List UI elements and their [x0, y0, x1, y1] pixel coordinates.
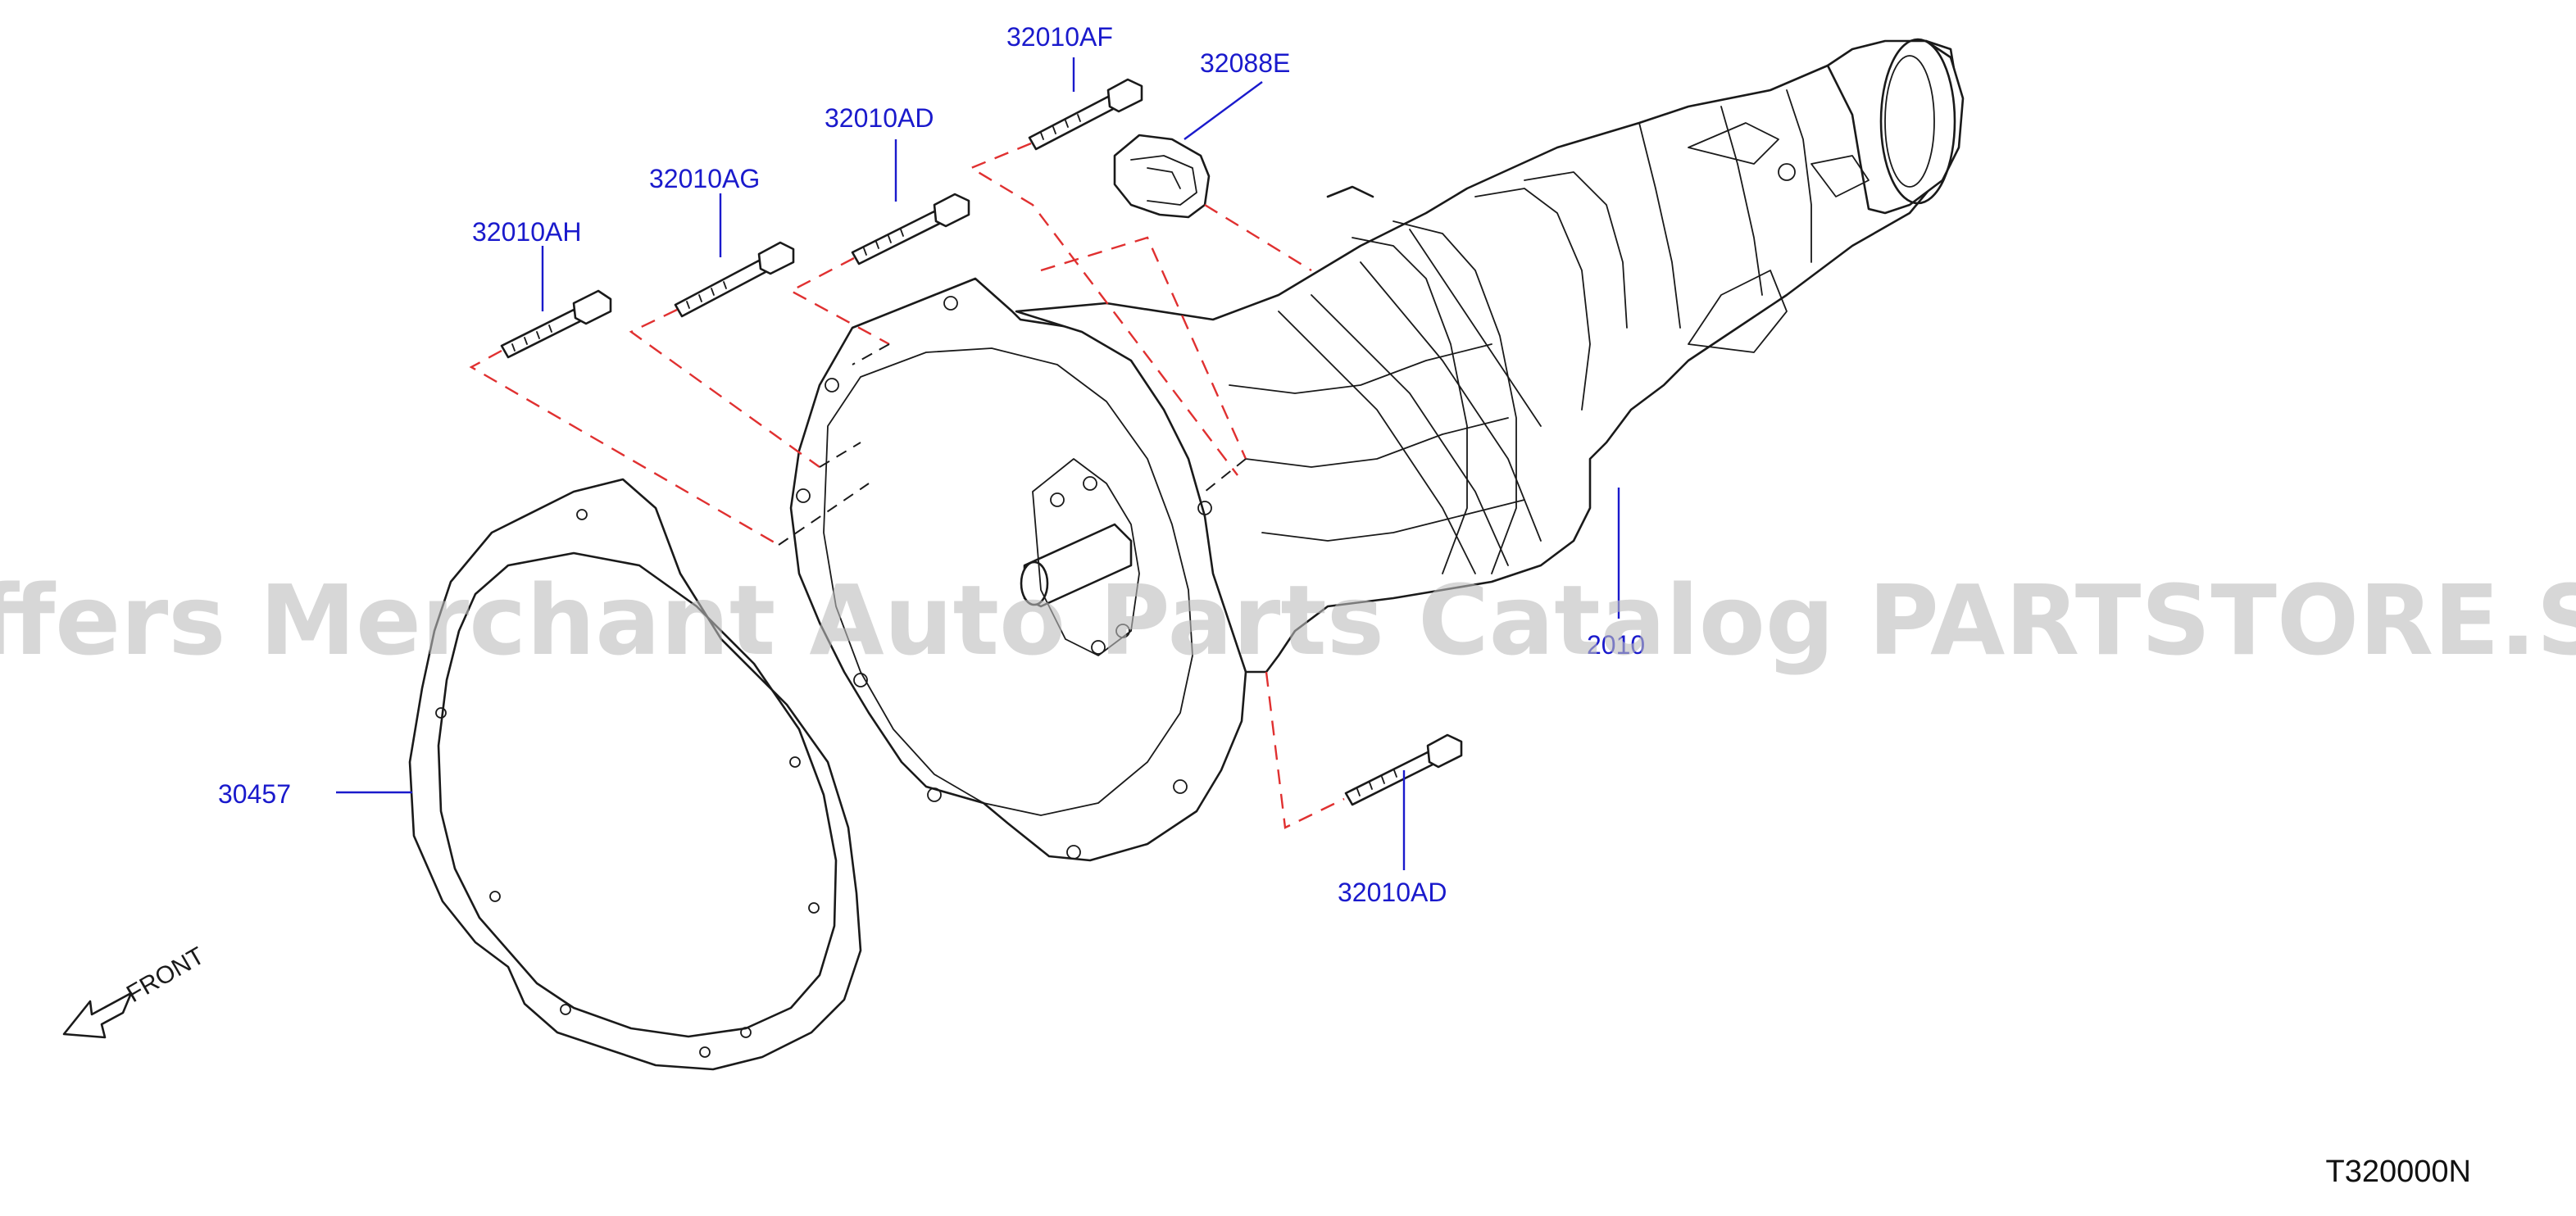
front-indicator: FRONT: [62, 942, 209, 1039]
connector-32088e[interactable]: [1113, 134, 1211, 219]
dashed-guides: [469, 142, 1345, 829]
bolt-32010ag[interactable]: [674, 241, 795, 318]
label-32010af[interactable]: 32010AF: [1006, 22, 1113, 52]
leader-lines: [336, 57, 1620, 870]
bolt-32010af[interactable]: [1028, 78, 1143, 151]
front-label: FRONT: [122, 942, 209, 1008]
label-30457[interactable]: 30457: [218, 779, 291, 809]
label-32010ad-top[interactable]: 32010AD: [825, 103, 934, 133]
gasket-30457[interactable]: [408, 478, 862, 1071]
label-32088e[interactable]: 32088E: [1200, 48, 1290, 78]
transmission-assembly[interactable]: [789, 38, 1965, 862]
label-32010ag[interactable]: 32010AG: [649, 164, 760, 193]
label-2010[interactable]: 2010: [1587, 630, 1645, 660]
label-32010ah[interactable]: 32010AH: [472, 217, 581, 247]
diagram-code: T320000N: [2326, 1155, 2471, 1189]
label-32010ad-bottom[interactable]: 32010AD: [1338, 878, 1447, 907]
bolt-32010ah[interactable]: [500, 289, 612, 359]
bolt-32010ad-bottom[interactable]: [1344, 733, 1463, 806]
front-arrow-icon: [62, 991, 133, 1039]
bolt-32010ad-top[interactable]: [851, 193, 970, 265]
watermark-text: Offers Merchant Auto Parts Catalog PARTS…: [0, 564, 2576, 677]
